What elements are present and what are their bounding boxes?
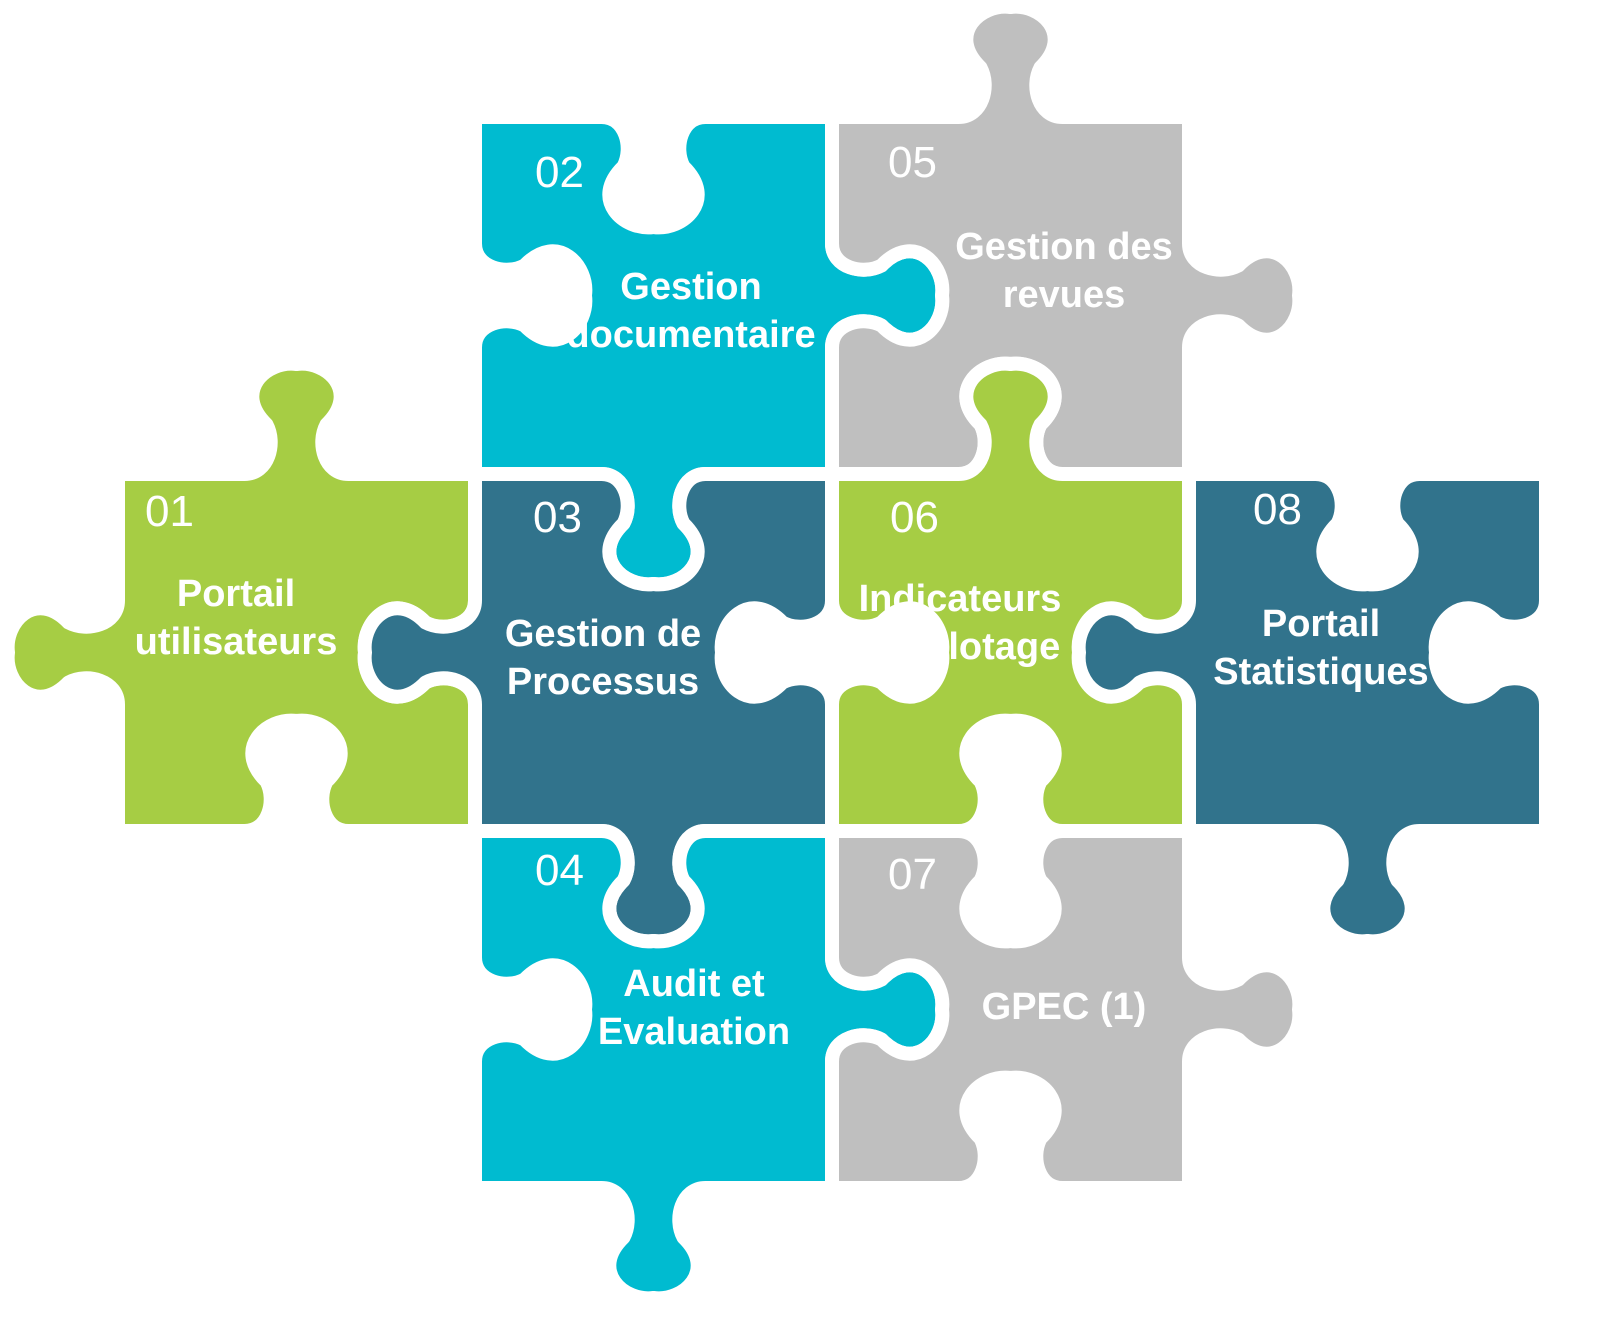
piece-label-line: GPEC (1)	[982, 986, 1147, 1028]
piece-number: 04	[535, 846, 584, 895]
piece-label-line: Indicateurs	[859, 578, 1062, 620]
piece-label-line: revues	[1003, 274, 1126, 316]
piece-number: 06	[890, 493, 939, 542]
piece-label-line: Processus	[507, 661, 699, 703]
piece-label: Gestion documentaire	[566, 266, 815, 356]
piece-label-line: Gestion	[620, 266, 761, 308]
piece-label-line: de pilotage	[860, 626, 1061, 668]
piece-label: Audit et Evaluation	[598, 963, 790, 1053]
piece-label-line: Portail	[1262, 603, 1380, 645]
piece-label-line: Portail	[177, 573, 295, 615]
piece-number: 08	[1253, 485, 1302, 534]
piece-label-line: Statistiques	[1213, 651, 1428, 693]
piece-label-line: documentaire	[566, 314, 815, 356]
piece-label: Indicateurs de pilotage	[859, 578, 1062, 668]
puzzle-piece-shape	[1071, 467, 1553, 949]
piece-label: Gestion de Processus	[505, 613, 701, 703]
piece-number: 07	[888, 850, 937, 899]
piece-label-line: Gestion des	[955, 226, 1173, 268]
piece-number: 01	[145, 487, 194, 536]
piece-label: Gestion des revues	[955, 226, 1173, 316]
piece-label-line: Gestion de	[505, 613, 701, 655]
piece-label-line: Audit et	[623, 963, 765, 1005]
piece-label-line: utilisateurs	[135, 621, 338, 663]
piece-label: Portail utilisateurs	[135, 573, 338, 663]
piece-number: 02	[535, 148, 584, 197]
piece-number: 03	[533, 493, 582, 542]
piece-label: GPEC (1)	[982, 986, 1147, 1028]
puzzle-piece-shape	[825, 824, 1307, 1195]
piece-number: 05	[888, 138, 937, 187]
piece-label-line: Evaluation	[598, 1011, 790, 1053]
